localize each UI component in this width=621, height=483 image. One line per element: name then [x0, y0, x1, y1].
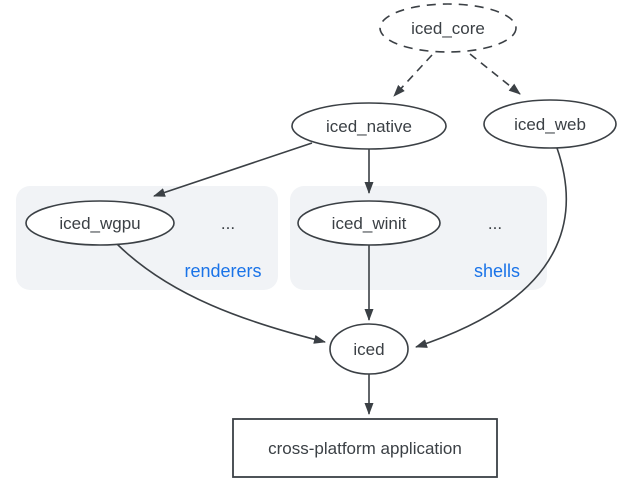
node-label-iced-web: iced_web	[514, 115, 586, 134]
node-iced	[329, 323, 409, 375]
node-iced-native	[291, 102, 447, 150]
node-iced-web	[483, 99, 617, 149]
node-label-iced-winit: iced_winit	[332, 214, 407, 233]
renderers-ellipsis: ...	[221, 214, 235, 233]
edge-iced-wgpu-to-iced	[116, 243, 326, 344]
node-label-iced-wgpu: iced_wgpu	[59, 214, 140, 233]
edge-iced-core-to-iced-web	[469, 53, 521, 95]
group-label-shells: shells	[474, 261, 520, 281]
node-label-application: cross-platform application	[268, 439, 462, 458]
edge-iced-native-to-iced-wgpu	[153, 142, 313, 197]
node-label-iced-core: iced_core	[411, 19, 485, 38]
shells-ellipsis: ...	[488, 214, 502, 233]
edge-iced-web-to-iced	[415, 147, 568, 348]
node-iced-wgpu	[25, 200, 175, 246]
node-label-iced-native: iced_native	[326, 117, 412, 136]
group-label-renderers: renderers	[184, 261, 261, 281]
node-label-iced: iced	[353, 340, 384, 359]
node-application	[232, 418, 498, 478]
edge-iced-core-to-iced-native	[393, 54, 433, 97]
node-iced-core	[379, 3, 517, 53]
node-iced-winit	[297, 200, 441, 246]
